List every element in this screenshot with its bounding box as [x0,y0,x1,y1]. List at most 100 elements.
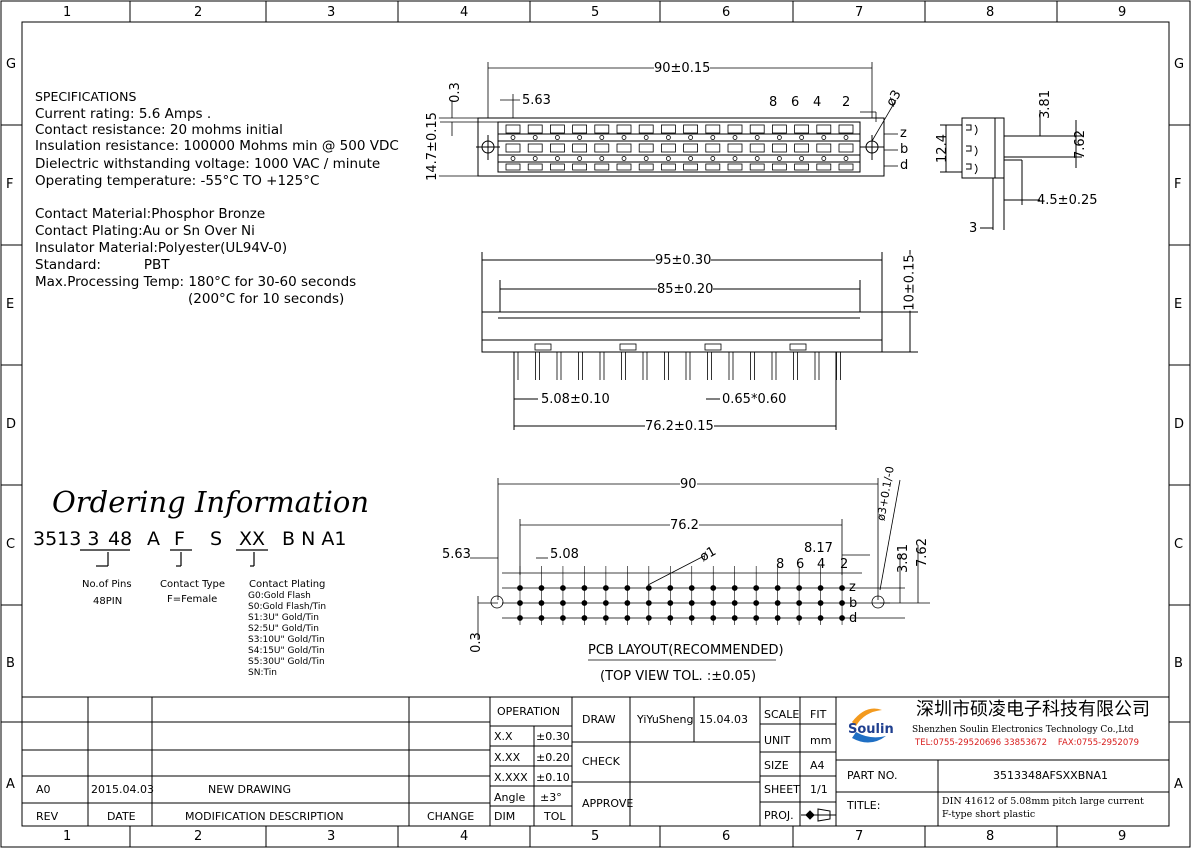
plating-option: G0:Gold Flash [248,591,311,601]
scale-value: FIT [810,708,827,721]
spec-line: Insulator Material:Polyester(UL94V-0) [35,240,288,256]
col-label-top: 5 [591,5,600,20]
pcb-edge: 5.63 [442,547,471,562]
pcb-hole [538,615,545,621]
contact-cell [727,124,743,134]
contact-cell [683,163,698,171]
pcb-hole [688,615,695,621]
rev-header: CHANGE [427,810,475,823]
dim-front-height: 10±0.15 [902,254,918,311]
dim-side-tail: 4.5±0.25 [1037,193,1098,208]
part-no-value: 3513348AFSXXBNA1 [993,769,1109,782]
contact-cell [816,143,832,153]
contact-hole [688,135,693,140]
contact-hole [799,135,804,140]
connector-top-view [476,117,885,177]
size-value: A4 [810,759,825,772]
contact-cell [794,124,809,134]
spec-line: Insulation resistance: 100000 Mohms min … [35,138,399,154]
tol-value: ±0.20 [536,751,570,764]
sheet-label: SHEET [764,783,800,796]
contact-cell [816,163,832,171]
contact-cell [683,143,698,153]
pin-number: 4 [813,95,822,110]
contact-cell [616,163,632,171]
col-label-bottom: 7 [855,829,864,844]
contact-hole [799,156,804,161]
company-name-cn: 深圳市硕凌电子科技有限公司 [916,699,1150,720]
contact-cell [727,143,743,153]
pcb-hole [731,600,738,606]
pcb-hole [602,600,609,606]
row-label-left: A [6,777,15,792]
title-label: TITLE: [847,799,881,812]
contact-hole [666,156,671,161]
ordering-title: Ordering Information [52,485,370,519]
pcb-hole [517,615,523,621]
pcb-layout [470,478,930,661]
pcb-hole [710,600,717,606]
row-letter: d [900,158,909,173]
drawer-name: YiYuSheng [637,713,694,726]
contact-cell [505,163,521,171]
pcb-hole [538,585,545,591]
plating-option: SN:Tin [248,668,277,678]
col-label-top: 3 [327,5,336,20]
pcb-caption2: (TOP VIEW TOL. :±0.05) [600,669,757,684]
ordering-underlines [80,549,268,567]
contact-cell [838,124,854,134]
contact-cell [794,143,809,153]
projection-symbol-icon [801,808,836,822]
dim-side-pitch1: 3.81 [1037,90,1053,119]
rev-cell: A0 [36,783,51,796]
pcb-hole [517,585,523,591]
contact-cell [616,124,632,134]
rev-cell: NEW DRAWING [208,783,292,796]
scale-label: SCALE [764,708,800,721]
logo-text: Soulin [848,722,894,737]
latch-tab [789,343,807,351]
col-label-top: 8 [986,5,995,20]
contact-hole [843,135,849,140]
contact-cell [527,124,543,134]
connector-side-view [940,110,1082,230]
contact-cell [838,163,854,171]
contact-cell [683,124,698,134]
spec-line: Dielectric withstanding voltage: 1000 VA… [35,156,381,172]
col-label-top: 7 [855,5,864,20]
pcb-hole [624,585,631,591]
spec-line: Contact resistance: 20 mohms initial [35,122,283,138]
col-label-top: 4 [460,5,469,20]
contact-cell [594,163,610,171]
row-label-left: F [6,177,14,192]
proj-label: PROJ. [764,809,794,822]
pin-number: 2 [840,557,849,572]
pins-label: No.of Pins [82,579,132,590]
contact-hole [577,135,582,140]
pcb-hole [624,615,631,621]
pcb-hole [796,615,803,621]
pcb-gap: 0.3 [468,632,484,653]
contact-cell [749,163,765,171]
top-contact-array [505,124,854,171]
spec-heading: SPECIFICATIONS [35,89,137,104]
col-label-bottom: 3 [327,829,336,844]
pcb-hole [839,585,845,591]
contact-hole [555,135,560,140]
dim-front-pin: 0.65*0.60 [722,392,787,407]
pcb-hole [560,615,566,621]
pcb-hole [796,600,803,606]
pcb-hole [667,600,674,606]
plating-option: S4:15U" Gold/Tin [248,646,325,656]
tol-value: ±0.30 [536,730,570,743]
row-letter: z [849,580,856,595]
pcb-hole [688,585,695,591]
row-label-left: B [6,656,15,671]
pcb-hole [753,600,760,606]
contact-hole [599,156,605,161]
col-label-bottom: 2 [194,829,203,844]
pcb-hole [667,585,674,591]
latch-tab [534,343,552,351]
contact-hole [821,156,827,161]
type-value: F=Female [167,594,218,605]
